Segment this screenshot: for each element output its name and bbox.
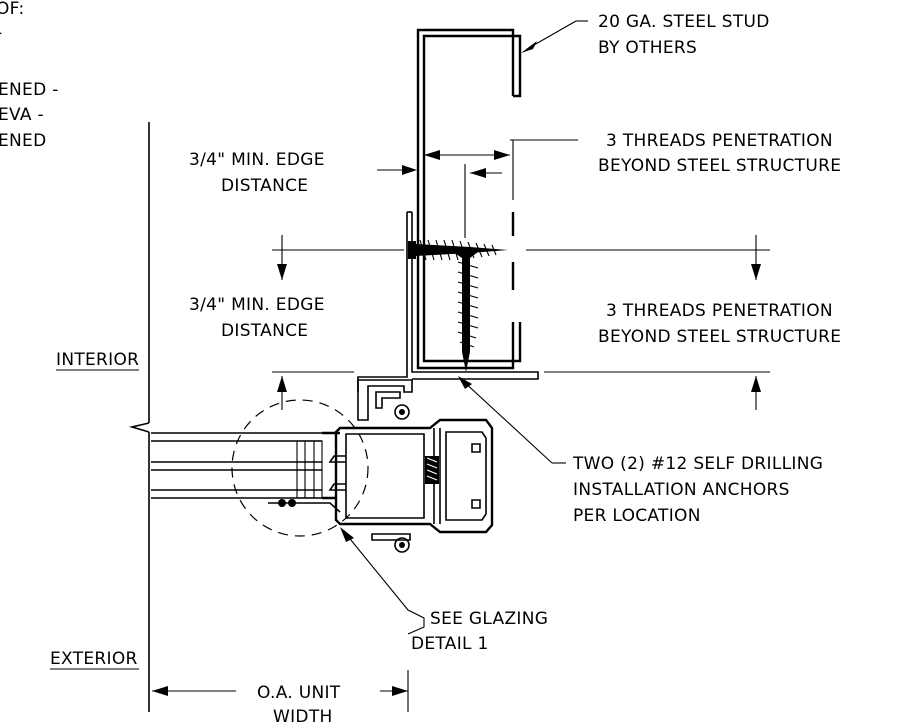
cropped-note: OF: - ENED - EVA - ENED xyxy=(0,0,59,151)
note-fragment-5: ENED xyxy=(0,131,47,151)
glazing-leader xyxy=(340,527,425,635)
stud-label-line1: 20 GA. STEEL STUD xyxy=(598,12,770,32)
edge-mid-label-line2: DISTANCE xyxy=(221,321,308,341)
note-fragment-3: ENED - xyxy=(0,80,59,100)
anchors-leader xyxy=(458,376,566,464)
anchors-label-line1: TWO (2) #12 SELF DRILLING xyxy=(572,454,823,474)
threads-top-label-line2: BEYOND STEEL STRUCTURE xyxy=(598,156,841,176)
anchors-label-line2: INSTALLATION ANCHORS xyxy=(573,480,790,500)
exterior-label: EXTERIOR xyxy=(50,649,138,669)
stud-label-line2: BY OTHERS xyxy=(598,38,697,58)
threads-mid-label-line1: 3 THREADS PENETRATION xyxy=(606,301,833,321)
vertical-screw xyxy=(453,252,479,372)
edge-top-label-line1: 3/4" MIN. EDGE xyxy=(189,150,325,170)
threads-top-dimension xyxy=(424,139,578,238)
glazing-label-line2: DETAIL 1 xyxy=(411,634,489,654)
threads-mid-label-line2: BEYOND STEEL STRUCTURE xyxy=(598,327,841,347)
edge-top-label-line2: DISTANCE xyxy=(221,176,308,196)
width-label-line1: O.A. UNIT xyxy=(257,683,341,703)
edge-top-dimension xyxy=(377,150,419,196)
edge-mid-dimension xyxy=(277,235,287,410)
edge-mid-label-line1: 3/4" MIN. EDGE xyxy=(189,295,325,315)
anchors-label-line3: PER LOCATION xyxy=(573,506,701,526)
steel-stud xyxy=(416,28,522,370)
stud-leader xyxy=(521,20,588,53)
threads-mid-dimension xyxy=(751,235,761,410)
threads-top-label-line1: 3 THREADS PENETRATION xyxy=(606,131,833,151)
note-fragment-4: EVA - xyxy=(0,105,44,125)
glazing-detail-circle xyxy=(231,399,369,537)
width-label-line2: WIDTH xyxy=(273,707,333,726)
horizontal-screw xyxy=(408,239,508,261)
interior-label: INTERIOR xyxy=(56,350,139,370)
note-fragment-2: - xyxy=(0,23,2,43)
note-fragment-1: OF: xyxy=(0,0,24,19)
window-frame-profile xyxy=(328,379,494,553)
glass-unit xyxy=(151,431,341,513)
frame-flange xyxy=(357,211,539,392)
glazing-label-line1: SEE GLAZING xyxy=(430,609,548,629)
unit-width-dimension xyxy=(152,670,409,712)
wall-boundary-line xyxy=(128,122,150,712)
